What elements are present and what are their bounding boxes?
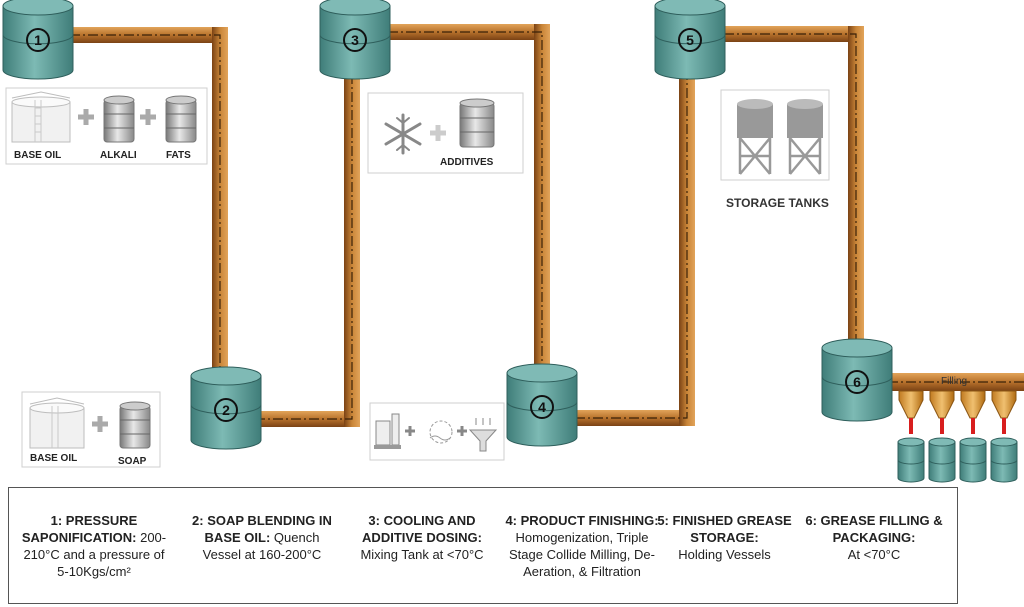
plus-icon xyxy=(92,416,108,432)
vessel-number: 4 xyxy=(538,399,546,415)
plus-icon xyxy=(430,125,446,141)
step-description: Mixing Tank at <70°C xyxy=(360,547,484,562)
vessel-number-badge xyxy=(343,28,367,52)
vessel-2: 2 xyxy=(190,366,262,450)
vessel-number: 1 xyxy=(34,32,42,48)
plus-icon xyxy=(405,426,415,436)
vessel-group: 1 2 3 4 5 6 xyxy=(2,0,893,450)
grease-drum xyxy=(990,437,1018,483)
vessel-number-badge xyxy=(678,28,702,52)
plus-icon xyxy=(78,109,94,125)
vessel-number: 3 xyxy=(351,32,359,48)
filling-label: Filling xyxy=(941,376,967,387)
process-steps-legend: 1: PRESSURE SAPONIFICATION: 200-210°C an… xyxy=(8,487,958,604)
storage-tank-icon xyxy=(787,99,823,175)
base-oil-tank-icon xyxy=(29,397,85,449)
dispenser-nozzle xyxy=(929,390,955,434)
vessel-number-badge xyxy=(845,370,869,394)
storage-tank-icon xyxy=(737,99,773,175)
base-oil-label: BASE OIL xyxy=(14,150,61,161)
dispenser-nozzle xyxy=(898,390,924,434)
plus-icon xyxy=(140,109,156,125)
step-description: Homogenization, Triple Stage Collide Mil… xyxy=(509,530,655,579)
vessel-number-badge xyxy=(26,28,50,52)
dispenser-nozzle xyxy=(991,390,1017,434)
additives-label: ADDITIVES xyxy=(440,157,494,168)
vessel-4: 4 xyxy=(506,363,578,447)
filling-station: Filling xyxy=(897,376,1018,483)
vessel-number: 6 xyxy=(853,374,861,390)
step-1: 1: PRESSURE SAPONIFICATION: 200-210°C an… xyxy=(19,512,169,580)
dispenser-nozzle xyxy=(960,390,986,434)
alkali-label: ALKALI xyxy=(100,150,137,161)
grease-drum xyxy=(928,437,956,483)
step-description: Quench Vessel at 160-200°C xyxy=(202,530,322,562)
snowflake-icon xyxy=(384,113,422,155)
step-3: 3: COOLING AND ADDITIVE DOSING: Mixing T… xyxy=(347,512,497,563)
soap-label: SOAP xyxy=(118,456,147,467)
alkali-drum-icon xyxy=(103,95,135,143)
step-description: Holding Vessels xyxy=(678,547,771,562)
vessel-number: 5 xyxy=(686,32,694,48)
fats-label: FATS xyxy=(166,150,191,161)
mill-icon xyxy=(429,420,453,444)
step-description: At <70°C xyxy=(847,547,901,562)
step-title: 6: GREASE FILLING & PACKAGING: xyxy=(805,513,943,545)
plus-icon xyxy=(457,426,467,436)
finishing-process-panel xyxy=(369,402,505,461)
vessel-5: 5 xyxy=(654,0,726,80)
base-oil-label: BASE OIL xyxy=(30,453,77,464)
vessel-number-badge xyxy=(214,398,238,422)
step-description: 200-210°C and a pressure of 5-10Kgs/cm² xyxy=(23,530,167,579)
step-title: 3: COOLING AND ADDITIVE DOSING: xyxy=(362,513,482,545)
step-title: 4: PRODUCT FINISHING: xyxy=(505,513,659,528)
vessel-number: 2 xyxy=(222,402,230,418)
additives-drum-icon xyxy=(459,98,495,148)
step-2: 2: SOAP BLENDING IN BASE OIL: Quench Ves… xyxy=(187,512,337,563)
grease-drum xyxy=(959,437,987,483)
stage1-inputs-panel: BASE OIL ALKALI FATS xyxy=(5,87,208,165)
base-oil-tank-icon xyxy=(11,91,71,143)
storage-tanks-panel: STORAGE TANKS xyxy=(720,89,830,210)
vessel-6: 6 xyxy=(821,338,893,422)
stage3-inputs-panel: ADDITIVES xyxy=(367,92,524,174)
step-title: 5: FINISHED GREASE STORAGE: xyxy=(657,513,792,545)
vessel-1: 1 xyxy=(2,0,74,80)
pipe-network xyxy=(70,24,1024,427)
stage2-inputs-panel: BASE OIL SOAP xyxy=(21,391,161,468)
storage-tanks-label: STORAGE TANKS xyxy=(726,196,829,210)
homogenizer-icon xyxy=(374,413,401,449)
soap-drum-icon xyxy=(119,401,151,449)
step-6: 6: GREASE FILLING & PACKAGING: At <70°C xyxy=(799,512,949,563)
step-title: 1: PRESSURE SAPONIFICATION: xyxy=(21,513,138,545)
step-5: 5: FINISHED GREASE STORAGE: Holding Vess… xyxy=(657,512,792,563)
grease-drum xyxy=(897,437,925,483)
vessel-number-badge xyxy=(530,395,554,419)
step-title: 2: SOAP BLENDING IN BASE OIL: xyxy=(192,513,332,545)
step-4: 4: PRODUCT FINISHING: Homogenization, Tr… xyxy=(497,512,667,580)
fats-drum-icon xyxy=(165,95,197,143)
vessel-3: 3 xyxy=(319,0,391,80)
filter-icon xyxy=(468,418,498,452)
